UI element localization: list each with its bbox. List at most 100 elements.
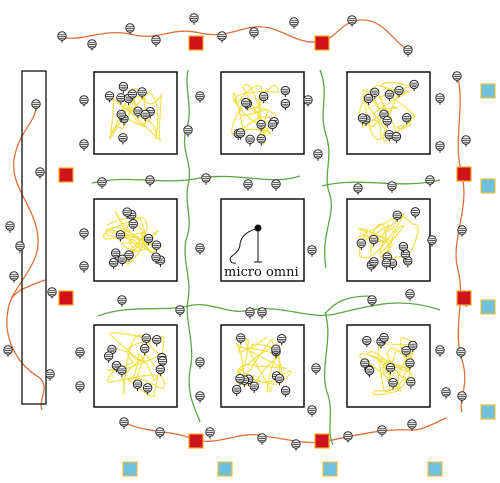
speaker-icon bbox=[249, 27, 259, 39]
speaker-icon bbox=[118, 81, 129, 94]
speaker-icon bbox=[313, 149, 323, 161]
blue-marker bbox=[480, 83, 496, 99]
speaker-icon bbox=[291, 439, 301, 451]
speaker-icon bbox=[97, 177, 107, 189]
green-cable bbox=[323, 311, 334, 446]
red-marker bbox=[188, 35, 204, 51]
marker-layer bbox=[58, 35, 496, 477]
speaker-icon bbox=[236, 333, 246, 345]
speaker-icon bbox=[280, 385, 291, 398]
speaker-icon bbox=[271, 179, 281, 191]
speaker-icon bbox=[387, 181, 397, 193]
speaker-icon bbox=[79, 139, 89, 151]
speaker-icon bbox=[461, 135, 471, 147]
speaker-icon bbox=[307, 245, 317, 257]
green-cable bbox=[324, 295, 371, 315]
speaker-icon bbox=[280, 85, 291, 98]
speaker-icon bbox=[357, 113, 368, 125]
speaker-icon bbox=[195, 391, 205, 403]
speaker-icon bbox=[403, 45, 413, 57]
orange-cable bbox=[57, 19, 411, 51]
microphone-icon bbox=[229, 224, 262, 264]
green-cable bbox=[91, 175, 301, 184]
speaker-icon bbox=[456, 347, 466, 359]
cell-2-1 bbox=[93, 198, 178, 282]
speaker-icon bbox=[369, 257, 379, 269]
speaker-icon bbox=[274, 373, 285, 386]
speaker-icon bbox=[435, 93, 445, 105]
speaker-icon bbox=[360, 358, 370, 370]
speaker-icon bbox=[103, 351, 114, 363]
speaker-icon bbox=[379, 332, 389, 345]
speaker-icon bbox=[151, 240, 162, 252]
speaker-icon bbox=[457, 225, 467, 237]
orange-cable bbox=[455, 71, 466, 413]
cell-2-2-center bbox=[220, 198, 305, 282]
speaker-icon bbox=[367, 295, 377, 307]
speaker-icon bbox=[145, 175, 155, 187]
speaker-icon bbox=[384, 89, 395, 102]
speaker-icon bbox=[435, 345, 445, 357]
red-marker bbox=[314, 433, 330, 449]
speaker-icon bbox=[141, 333, 151, 345]
speaker-icon bbox=[118, 133, 128, 145]
speaker-icon bbox=[195, 243, 205, 255]
speaker-icon bbox=[3, 345, 13, 357]
speaker-icon bbox=[289, 17, 299, 29]
yellow-cable-tangle bbox=[235, 336, 292, 393]
speaker-icon bbox=[151, 35, 161, 47]
speaker-icon bbox=[353, 183, 363, 195]
speaker-icon bbox=[75, 381, 85, 393]
speaker-icon bbox=[391, 131, 402, 144]
speaker-icon bbox=[117, 365, 127, 377]
speaker-icon bbox=[125, 23, 135, 35]
speaker-icon bbox=[117, 295, 127, 307]
speaker-icon bbox=[189, 13, 199, 25]
speaker-icon bbox=[427, 235, 437, 247]
speaker-icon bbox=[405, 358, 415, 370]
speaker-icon bbox=[119, 417, 129, 429]
red-marker bbox=[58, 290, 74, 306]
speaker-icon bbox=[175, 305, 185, 317]
blue-marker bbox=[480, 299, 496, 315]
left-column bbox=[21, 70, 47, 405]
speaker-icon bbox=[385, 363, 396, 375]
speaker-icon bbox=[441, 387, 451, 399]
speaker-icon bbox=[110, 248, 121, 260]
speaker-icon bbox=[75, 347, 85, 359]
speaker-icon bbox=[257, 307, 267, 319]
speaker-icon bbox=[392, 210, 402, 222]
speaker-icon bbox=[151, 252, 161, 264]
speaker-icon bbox=[271, 344, 281, 356]
speaker-icon bbox=[45, 369, 55, 381]
red-marker bbox=[58, 167, 74, 183]
speaker-icon bbox=[132, 379, 143, 391]
green-cable bbox=[321, 179, 441, 187]
speaker-icon bbox=[47, 287, 57, 299]
speaker-icon bbox=[364, 365, 375, 378]
speaker-icon bbox=[140, 343, 150, 356]
speaker-icon bbox=[124, 250, 134, 262]
speaker-icon bbox=[435, 141, 445, 153]
speaker-icon bbox=[15, 241, 25, 253]
speaker-icon bbox=[258, 91, 269, 104]
speaker-icon bbox=[235, 373, 245, 386]
speaker-icon bbox=[343, 431, 353, 443]
green-cable bbox=[319, 69, 332, 269]
speaker-icon bbox=[155, 427, 165, 439]
speaker-icon bbox=[407, 419, 417, 431]
speaker-icon bbox=[115, 230, 126, 242]
speaker-icon bbox=[127, 89, 138, 101]
speaker-icon bbox=[280, 98, 291, 111]
speaker-icon bbox=[452, 71, 462, 83]
orange-cable-layer bbox=[6, 19, 466, 444]
speaker-icon bbox=[369, 234, 379, 247]
speaker-icon bbox=[5, 221, 15, 233]
speaker-icon bbox=[205, 427, 215, 439]
speaker-icon bbox=[249, 381, 259, 393]
speaker-icon bbox=[406, 377, 416, 389]
speaker-icon bbox=[231, 384, 242, 397]
orange-cable bbox=[9, 279, 46, 303]
speaker-icon bbox=[410, 207, 421, 219]
